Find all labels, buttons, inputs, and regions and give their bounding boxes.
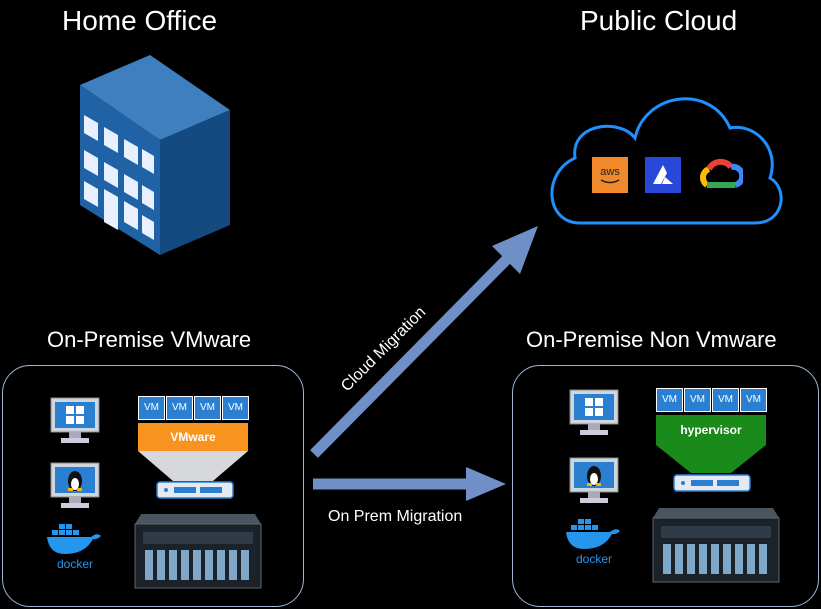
windows-monitor-icon — [569, 389, 619, 435]
generic-hypervisor: hypervisor — [656, 415, 766, 445]
linux-monitor-icon — [50, 462, 100, 508]
aws-icon: aws — [592, 157, 628, 193]
vm-row-right: VM VM VM VM — [656, 388, 767, 412]
vm-box: VM — [194, 396, 221, 420]
vm-row-left: VM VM VM VM — [138, 396, 249, 420]
windows-monitor-icon — [50, 397, 100, 443]
vm-box: VM — [684, 388, 711, 412]
server-icon — [134, 514, 262, 589]
public-cloud-title: Public Cloud — [580, 5, 738, 36]
nic-icon — [156, 481, 234, 499]
nic-icon — [673, 474, 751, 492]
docker-icon: docker — [47, 524, 101, 571]
linux-monitor-icon — [569, 457, 619, 503]
vm-box: VM — [712, 388, 739, 412]
server-icon — [652, 508, 780, 583]
aws-label: aws — [600, 166, 620, 178]
onprem-migration-arrowhead — [466, 467, 506, 501]
onprem-nonvmware-panel: docker VM VM VM VM hypervisor — [512, 365, 819, 607]
docker-label: docker — [576, 552, 612, 566]
onprem-migration-label: On Prem Migration — [328, 508, 463, 525]
vm-box: VM — [740, 388, 767, 412]
vm-box: VM — [656, 388, 683, 412]
hypervisor-funnel — [138, 451, 248, 481]
hypervisor-funnel — [656, 445, 766, 473]
onprem-nonvmware-title: On-Premise Non Vmware — [526, 327, 777, 352]
google-cloud-icon — [700, 158, 743, 188]
cloud-migration-arrow — [310, 250, 516, 458]
azure-icon — [645, 157, 681, 193]
vm-box: VM — [166, 396, 193, 420]
office-building-icon — [80, 55, 230, 255]
cloud-migration-arrowhead — [492, 226, 538, 274]
vmware-hypervisor: VMware — [138, 423, 248, 451]
vm-box: VM — [138, 396, 165, 420]
docker-icon: docker — [566, 519, 620, 566]
docker-label: docker — [57, 557, 93, 571]
onprem-vmware-panel: docker VM VM VM VM VMware — [2, 365, 304, 607]
vm-box: VM — [222, 396, 249, 420]
onprem-vmware-title: On-Premise VMware — [47, 327, 252, 352]
home-office-title: Home Office — [62, 5, 218, 36]
